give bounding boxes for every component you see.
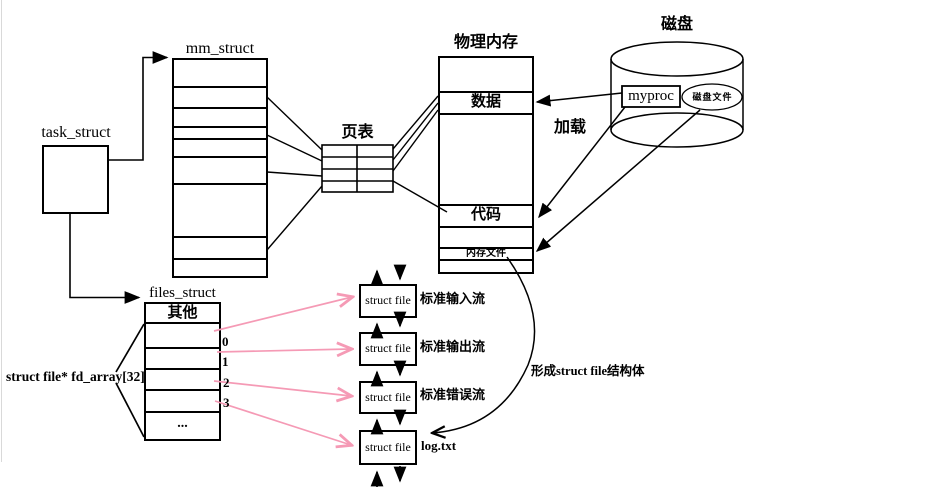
mm-struct-label: mm_struct bbox=[185, 40, 255, 57]
task-struct-pointer-arrows bbox=[69, 51, 169, 304]
stream-io-arrows bbox=[370, 264, 407, 487]
mm-struct-box bbox=[172, 58, 268, 278]
struct-file-label-3: struct file bbox=[365, 439, 411, 454]
load-label: 加载 bbox=[554, 119, 587, 136]
physical-memory-box bbox=[438, 56, 534, 274]
memory-code-row-label: 代码 bbox=[470, 207, 501, 224]
stream-label-logtxt: log.txt bbox=[421, 438, 457, 453]
disk-program-label: myproc bbox=[628, 87, 674, 104]
task-struct-label: task_struct bbox=[41, 124, 111, 141]
task-struct-box bbox=[42, 145, 109, 214]
fd-index-2: 2 bbox=[223, 375, 230, 390]
page-table-grid bbox=[321, 144, 394, 193]
memory-data-row-label: 数据 bbox=[470, 94, 501, 111]
memfile-to-log-curve bbox=[432, 256, 536, 433]
fd-to-file-arrows bbox=[213, 297, 352, 445]
disk-load-arrows bbox=[535, 92, 701, 252]
files-struct-label: files_struct bbox=[149, 285, 216, 301]
physical-memory-label: 物理内存 bbox=[453, 34, 518, 51]
struct-file-label-2: struct file bbox=[365, 389, 411, 404]
fd-index-0: 0 bbox=[222, 334, 229, 349]
memory-file-row-label: 内存文件 bbox=[466, 248, 506, 260]
files-other-row-label: 其他 bbox=[167, 304, 198, 321]
stream-label-stdout: 标准输出流 bbox=[420, 339, 486, 354]
files-ellipsis-row-label: ... bbox=[177, 415, 188, 431]
window-edge-line bbox=[1, 0, 2, 462]
struct-file-label-1: struct file bbox=[365, 341, 411, 356]
struct-file-label-0: struct file bbox=[365, 293, 411, 308]
form-struct-file-note: 形成struct file结构体 bbox=[531, 364, 645, 378]
pagetable-to-memory-lines bbox=[392, 95, 448, 213]
files-struct-box bbox=[144, 302, 221, 441]
disk-label: 磁盘 bbox=[660, 16, 693, 33]
mm-to-pagetable-lines bbox=[266, 96, 323, 251]
stream-label-stderr: 标准错误流 bbox=[420, 387, 486, 402]
fd-index-1: 1 bbox=[222, 354, 229, 369]
fd-index-3: 3 bbox=[223, 395, 230, 410]
disk-file-label: 磁盘文件 bbox=[692, 91, 733, 102]
fd-array-label: struct file* fd_array[32] bbox=[6, 369, 145, 384]
stream-label-stdin: 标准输入流 bbox=[420, 291, 486, 306]
disk-cylinder bbox=[610, 41, 744, 148]
fd-array-bracket bbox=[115, 323, 145, 438]
struct-file-boxes bbox=[359, 284, 417, 465]
page-table-label: 页表 bbox=[341, 124, 374, 141]
